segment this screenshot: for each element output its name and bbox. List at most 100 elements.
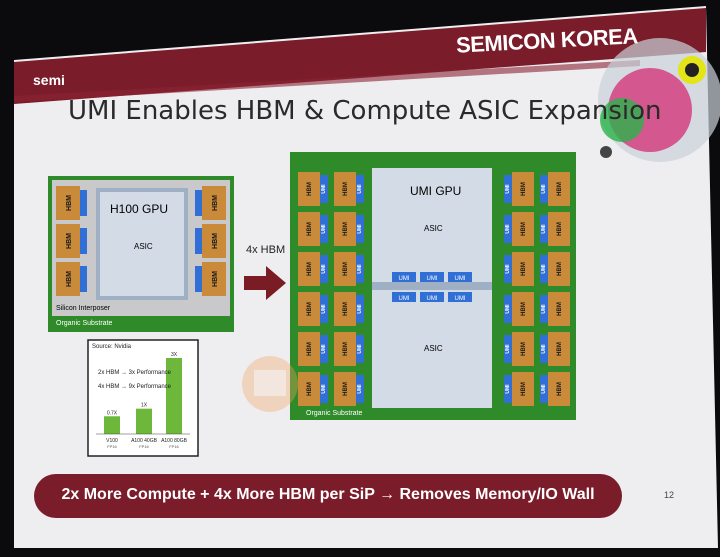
hbm-stack xyxy=(512,372,534,406)
umi-phy xyxy=(540,175,548,203)
inset-bar-value: 1X xyxy=(141,403,148,409)
umi-phy xyxy=(540,295,548,323)
umi-phy-label: UMI xyxy=(357,184,363,194)
hbm-stack xyxy=(298,252,320,286)
hbm-label: HBM xyxy=(66,233,73,249)
umi-phy-label: UMI xyxy=(357,304,363,314)
umi-phy-label: UMI xyxy=(505,264,511,274)
umi-phy-label: UMI xyxy=(541,344,547,354)
hbm-stack xyxy=(548,252,570,286)
hbm-stack xyxy=(56,262,80,296)
hbm-label: HBM xyxy=(307,262,313,276)
umi-phy xyxy=(504,335,512,363)
umi-phy xyxy=(320,175,328,203)
umi-phy xyxy=(356,215,364,243)
summary-banner-text: 2x More Compute + 4x More HBM per SiP → … xyxy=(61,486,595,503)
hbm-stack xyxy=(298,292,320,326)
umi-link-chip xyxy=(420,292,444,302)
umi-phy-label: UMI xyxy=(541,184,547,194)
umi-phy-label: UMI xyxy=(541,264,547,274)
umi-link-label: UMI xyxy=(455,296,466,302)
umi-phy xyxy=(320,295,328,323)
hbm-phy xyxy=(80,266,87,292)
umi-phy xyxy=(356,375,364,403)
hbm-label: HBM xyxy=(212,271,219,287)
umi-phy xyxy=(356,295,364,323)
umi-asic-label-top: ASIC xyxy=(424,224,443,233)
semi-logo: semi xyxy=(33,72,65,88)
umi-link-label: UMI xyxy=(455,276,466,282)
hbm-label: HBM xyxy=(66,271,73,287)
summary-banner xyxy=(34,474,622,518)
source-label: Source: Nvidia xyxy=(92,344,132,350)
umi-phy xyxy=(540,215,548,243)
inset-category-label: V100 xyxy=(106,438,118,444)
hbm-label: HBM xyxy=(343,302,349,316)
umi-phy xyxy=(320,215,328,243)
inset-bar xyxy=(104,416,120,434)
umi-link-chip xyxy=(392,292,416,302)
umi-phy-label: UMI xyxy=(357,224,363,234)
umi-phy xyxy=(504,295,512,323)
umi-phy xyxy=(356,335,364,363)
umi-phy xyxy=(320,375,328,403)
umi-phy-label: UMI xyxy=(321,304,327,314)
umi-link-label: UMI xyxy=(427,276,438,282)
umi-phy xyxy=(356,175,364,203)
hbm-label: HBM xyxy=(307,382,313,396)
umi-phy-label: UMI xyxy=(321,384,327,394)
inset-category-sublabel: FP16 xyxy=(107,444,117,449)
umi-link-chip xyxy=(420,272,444,282)
hbm-stack xyxy=(334,332,356,366)
hbm-phy xyxy=(195,266,202,292)
umi-phy xyxy=(320,255,328,283)
hbm-stack xyxy=(334,372,356,406)
umi-phy xyxy=(540,375,548,403)
umi-phy-label: UMI xyxy=(357,384,363,394)
hbm-stack xyxy=(334,172,356,206)
umi-phy-label: UMI xyxy=(505,304,511,314)
hbm-stack xyxy=(202,262,226,296)
inset-bar xyxy=(166,358,182,434)
h100-package: HBM HBM HBM HBM HBM HBM xyxy=(48,176,234,332)
expansion-arrow-icon xyxy=(244,266,286,300)
hbm-stack xyxy=(548,332,570,366)
hbm-stack xyxy=(512,292,534,326)
inset-category-label: A100 80GB xyxy=(161,438,188,444)
hbm-stack xyxy=(334,292,356,326)
inset-bar xyxy=(136,408,152,434)
hbm-label: HBM xyxy=(343,342,349,356)
page-title: UMI Enables HBM & Compute ASIC Expansion xyxy=(68,96,662,126)
hbm-label: HBM xyxy=(557,182,563,196)
hbm-stack xyxy=(202,224,226,258)
umi-phy-label: UMI xyxy=(505,224,511,234)
inset-note-2: 4x HBM → 9x Performance xyxy=(98,384,172,390)
umi-link-label: UMI xyxy=(399,296,410,302)
umi-phy xyxy=(320,335,328,363)
hbm-label: HBM xyxy=(307,182,313,196)
hbm-label: HBM xyxy=(212,195,219,211)
hbm-stack xyxy=(298,332,320,366)
hbm-label: HBM xyxy=(521,222,527,236)
umi-phy xyxy=(540,255,548,283)
umi-phy-label: UMI xyxy=(357,344,363,354)
umi-phy xyxy=(504,175,512,203)
hbm-stack xyxy=(56,224,80,258)
umi-phy xyxy=(540,335,548,363)
umi-phy-label: UMI xyxy=(321,264,327,274)
h100-gpu-label: H100 GPU xyxy=(110,202,169,216)
umi-phy xyxy=(504,215,512,243)
umi-phy-label: UMI xyxy=(321,184,327,194)
hbm-label: HBM xyxy=(521,262,527,276)
umi-gpu-label: UMI GPU xyxy=(410,184,462,198)
hbm-label: HBM xyxy=(66,195,73,211)
hbm-stack xyxy=(512,172,534,206)
umi-phy xyxy=(504,375,512,403)
umi-asic-label-bottom: ASIC xyxy=(424,344,443,353)
hbm-label: HBM xyxy=(212,233,219,249)
umi-phy-label: UMI xyxy=(357,264,363,274)
hbm-stack xyxy=(298,372,320,406)
hbm-stack xyxy=(548,292,570,326)
hbm-stack xyxy=(548,172,570,206)
